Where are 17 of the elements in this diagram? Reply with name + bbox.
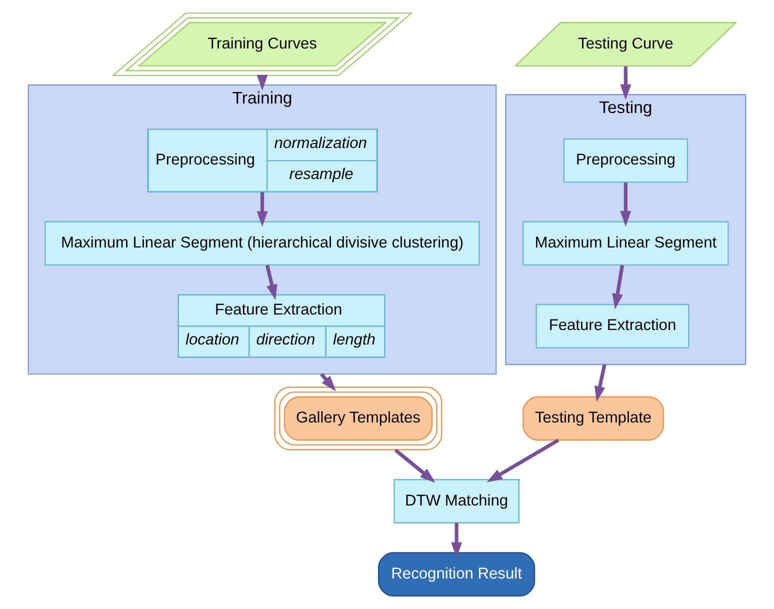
arrow bbox=[620, 66, 632, 100]
node-box: DTW Matching bbox=[394, 479, 520, 524]
node-box: Maximum Linear Segment (hierarchical divisive clustering) bbox=[44, 221, 480, 266]
node-box: Recognition Result bbox=[378, 552, 536, 597]
arrow bbox=[256, 192, 268, 227]
node-box: Maximum Linear Segment bbox=[522, 221, 729, 266]
arrow bbox=[451, 522, 462, 558]
node-box: Feature Extraction bbox=[536, 304, 690, 348]
arrow bbox=[265, 264, 278, 300]
node-box: Gallery Templates bbox=[274, 386, 442, 450]
node-box: Testing Template bbox=[522, 396, 664, 441]
arrow bbox=[612, 264, 624, 310]
arrow bbox=[486, 438, 560, 482]
arrow bbox=[394, 448, 436, 483]
arrow bbox=[594, 364, 606, 402]
arrow bbox=[620, 182, 632, 227]
node-box: Preprocessing bbox=[563, 138, 688, 183]
